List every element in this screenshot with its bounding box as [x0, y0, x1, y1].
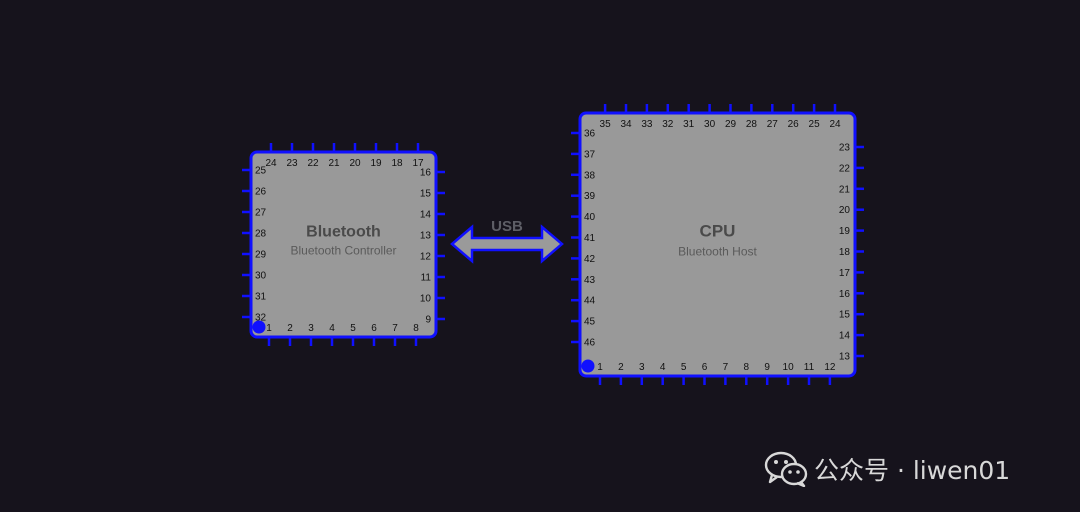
chip-body [578, 111, 857, 378]
watermark: 公众号 · liwen01 [764, 449, 1010, 489]
pin-label: 36 [584, 129, 596, 140]
pin-label: 12 [824, 362, 836, 373]
pin-label: 10 [783, 362, 795, 373]
pin-label: 24 [265, 158, 277, 169]
pin-label: 22 [839, 163, 851, 174]
pin-label: 25 [809, 119, 821, 130]
pin-label: 23 [286, 158, 298, 169]
pin-label: 19 [370, 158, 382, 169]
chip-body [249, 150, 438, 339]
pin-label: 10 [420, 294, 432, 305]
pin-label: 7 [723, 362, 729, 373]
pin-label: 26 [788, 119, 800, 130]
pin-label: 31 [683, 119, 695, 130]
pin-label: 12 [420, 252, 432, 263]
pin-label: 22 [307, 158, 319, 169]
pin-label: 3 [639, 362, 645, 373]
pin-label: 15 [839, 310, 851, 321]
pin-label: 4 [660, 362, 666, 373]
pin-label: 25 [255, 166, 267, 177]
pin-label: 14 [420, 210, 432, 221]
pin-label: 30 [255, 271, 267, 282]
usb-label: USB [491, 218, 523, 235]
pin-label: 11 [804, 362, 815, 373]
pin-label: 11 [421, 273, 432, 284]
pin-label: 26 [255, 187, 267, 198]
pin-label: 32 [255, 313, 267, 324]
pin-label: 28 [255, 229, 267, 240]
pin-label: 35 [600, 119, 612, 130]
pin-label: 34 [620, 119, 632, 130]
pin-label: 6 [371, 323, 377, 334]
pin-label: 27 [255, 208, 267, 219]
pin-label: 5 [350, 323, 356, 334]
pin-label: 46 [584, 338, 596, 349]
chip-title: Bluetooth [306, 224, 381, 241]
pin-label: 31 [255, 292, 267, 303]
pin-label: 42 [584, 254, 596, 265]
pin-label: 29 [255, 250, 267, 261]
pin-label: 20 [349, 158, 361, 169]
pin-label: 16 [839, 289, 851, 300]
pin-label: 44 [584, 296, 596, 307]
usb-double-arrow [450, 224, 564, 264]
pin-label: 4 [329, 323, 335, 334]
wechat-icon [764, 451, 808, 487]
pin-label: 30 [704, 119, 716, 130]
pin-label: 33 [641, 119, 653, 130]
pin-label: 19 [839, 226, 851, 237]
pin1-marker [252, 320, 266, 334]
pin-label: 13 [420, 231, 432, 242]
pin-label: 29 [725, 119, 737, 130]
pin-label: 2 [287, 323, 293, 334]
pin-label: 18 [839, 247, 851, 258]
pin-label: 7 [392, 323, 398, 334]
watermark-text: 公众号 · liwen01 [814, 456, 1011, 485]
pin-label: 38 [584, 170, 596, 181]
chip-subtitle: Bluetooth Host [678, 245, 757, 259]
pin-label: 2 [618, 362, 624, 373]
pin-label: 18 [391, 158, 403, 169]
pin-label: 40 [584, 212, 596, 223]
pin-label: 8 [744, 362, 750, 373]
pin-label: 45 [584, 317, 596, 328]
pin-label: 24 [829, 119, 841, 130]
pin-label: 21 [328, 158, 340, 169]
pin-label: 21 [839, 184, 851, 195]
pin-label: 37 [584, 149, 596, 160]
pin-label: 17 [412, 158, 424, 169]
pin-label: 32 [662, 119, 674, 130]
pin-label: 43 [584, 275, 596, 286]
pin-label: 17 [839, 268, 851, 279]
pin-label: 41 [584, 233, 596, 244]
pin-label: 5 [681, 362, 687, 373]
pin-label: 13 [839, 352, 851, 363]
pin-label: 23 [839, 143, 851, 154]
pin-label: 6 [702, 362, 708, 373]
pin-label: 20 [839, 205, 851, 216]
pin-label: 8 [413, 323, 419, 334]
pin-label: 27 [767, 119, 779, 130]
pin-label: 39 [584, 191, 596, 202]
pin-label: 1 [266, 323, 272, 334]
pin-label: 14 [839, 331, 851, 342]
pin-label: 9 [425, 315, 431, 326]
pin-label: 9 [764, 362, 770, 373]
usb-link: USB [450, 218, 564, 264]
pin1-marker [581, 359, 595, 373]
pin-label: 15 [420, 189, 432, 200]
pin-label: 28 [746, 119, 758, 130]
chip-subtitle: Bluetooth Controller [290, 244, 396, 258]
chip-title: CPU [700, 222, 736, 241]
pin-label: 1 [597, 362, 603, 373]
pin-label: 16 [420, 168, 432, 179]
pin-label: 3 [308, 323, 314, 334]
